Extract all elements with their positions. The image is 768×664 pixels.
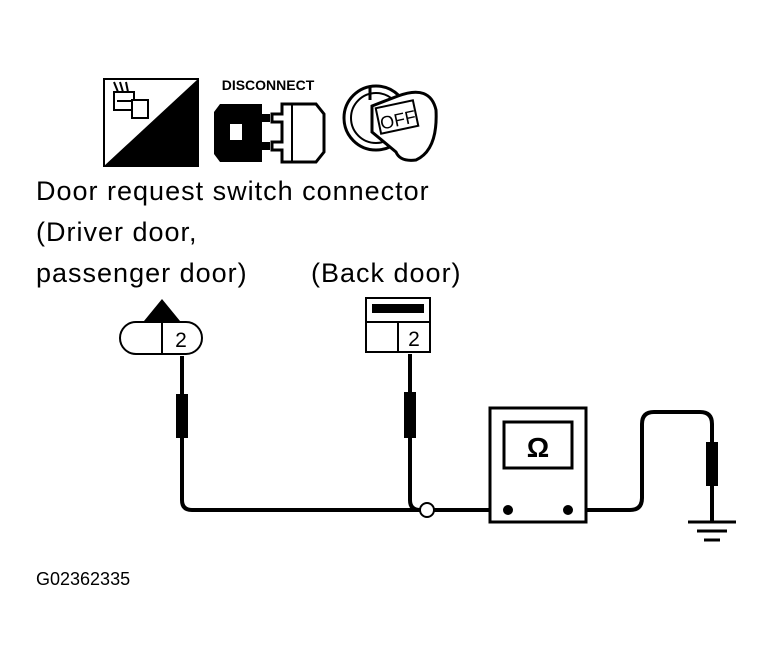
caption-back-door: (Back door) — [311, 258, 462, 288]
connector-half-right — [270, 102, 326, 164]
wire-junction — [419, 502, 435, 518]
caption-line-3: passenger door) — [36, 258, 248, 288]
caption-line-2: (Driver door, — [36, 217, 198, 247]
ignition-key-off-icon: OFF — [342, 84, 438, 162]
ohm-symbol: Ω — [527, 432, 549, 463]
probe-wires — [180, 354, 714, 522]
meter-terminal-left — [503, 505, 513, 515]
back-door-probe-wire — [408, 354, 421, 512]
connector-plug-icon — [113, 81, 149, 119]
meter-terminal-right — [563, 505, 573, 515]
meter-display — [502, 420, 574, 470]
connector-indicator-triangle — [144, 299, 180, 321]
ground-probe-handle — [706, 442, 718, 486]
ground-symbol — [688, 520, 736, 542]
back-door-probe-handle — [404, 392, 416, 438]
disconnect-icon: DISCONNECT — [214, 77, 326, 164]
figure-id: G02362335 — [36, 569, 130, 589]
back-terminal-number: 2 — [408, 328, 420, 351]
ground-lead-wire — [568, 410, 714, 522]
ohmmeter: Ω — [488, 406, 588, 524]
driver-terminal-number: 2 — [175, 329, 187, 352]
driver-probe-handle — [176, 394, 188, 438]
ts-icon: T.S. — [103, 78, 199, 167]
caption-line-1: Door request switch connector — [36, 176, 430, 206]
disconnect-label: DISCONNECT — [222, 77, 315, 93]
driver-probe-wire — [180, 356, 427, 512]
driver-door-connector: 2 — [119, 299, 203, 355]
ts-label: T.S. — [141, 139, 179, 164]
back-door-connector: 2 — [365, 297, 431, 353]
